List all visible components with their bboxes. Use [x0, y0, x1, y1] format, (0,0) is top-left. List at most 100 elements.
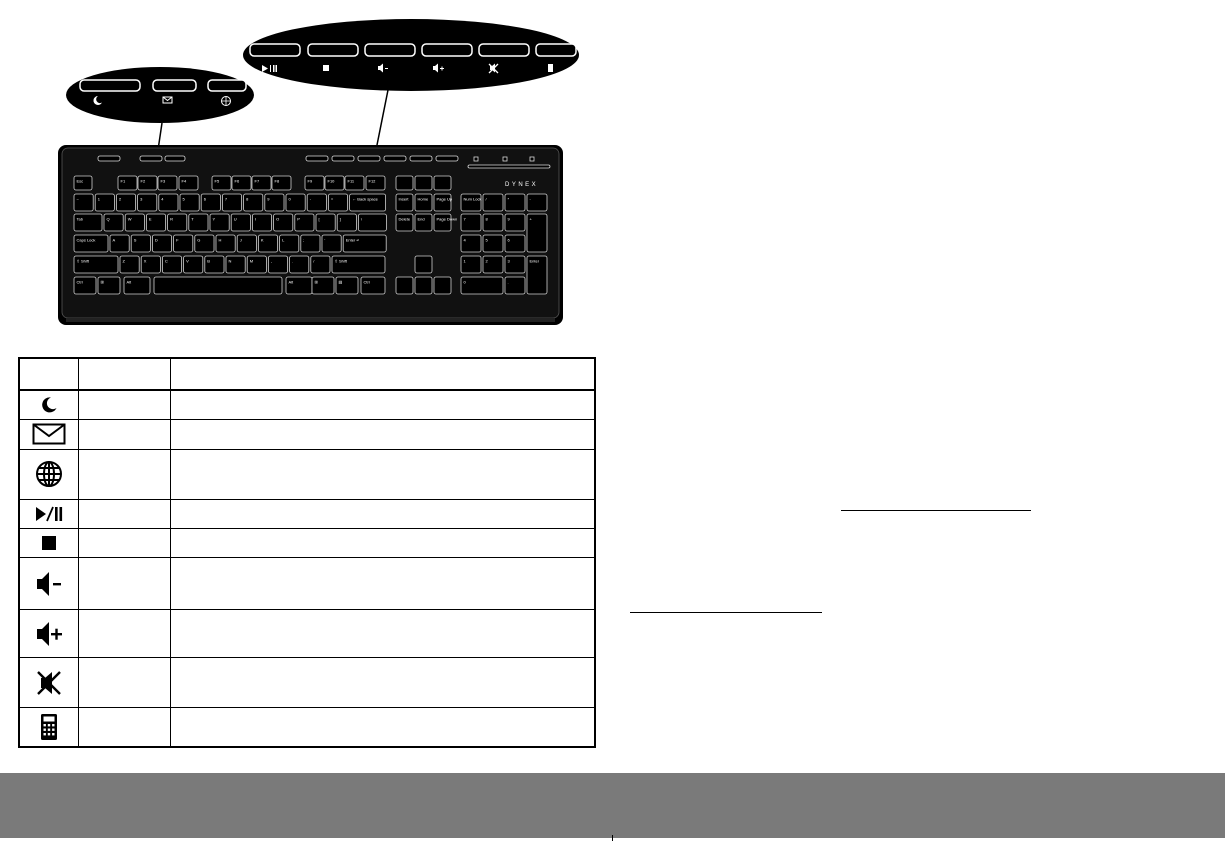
row-key — [77, 418, 171, 450]
key-label: 7 — [464, 217, 467, 222]
key-bottom — [73, 276, 97, 295]
key-label: Page Down — [437, 217, 458, 222]
key-numpad — [504, 193, 526, 212]
key-label: ⊞ — [315, 280, 318, 285]
table-row — [18, 707, 596, 748]
key-label: F6 — [235, 179, 240, 184]
key-label: Alt — [127, 280, 133, 285]
key-numpad — [460, 255, 482, 274]
key-label: Delete — [399, 217, 411, 222]
key-label: W — [128, 217, 132, 222]
row-key — [77, 707, 171, 748]
play-pause-icon — [35, 506, 62, 522]
key-numpad — [482, 213, 504, 232]
key-num — [116, 193, 137, 212]
key-nav — [433, 213, 452, 232]
key-home — [236, 234, 257, 253]
row-key — [77, 556, 171, 611]
key-label: N — [229, 259, 232, 264]
key-label: Alt — [289, 280, 295, 285]
key-label: V — [186, 259, 189, 264]
key-qwerty — [336, 213, 357, 232]
key-label: Q — [107, 217, 110, 222]
key-qwerty — [251, 213, 272, 232]
row-key — [77, 609, 171, 659]
key-shift-row — [140, 255, 161, 274]
row-desc — [169, 418, 596, 450]
key-label: O — [276, 217, 279, 222]
key-numpad — [526, 213, 548, 253]
row-key — [77, 527, 171, 558]
key-num — [94, 193, 115, 212]
page-divider — [612, 835, 613, 841]
row-desc — [169, 657, 596, 709]
table-row — [18, 556, 596, 611]
key-num — [73, 193, 94, 212]
key-nav — [414, 193, 433, 212]
key-num — [264, 193, 285, 212]
key-3 — [157, 175, 178, 191]
table-row — [18, 498, 596, 529]
row-key — [77, 389, 171, 420]
row-desc — [169, 609, 596, 659]
volume-down-icon — [36, 571, 61, 596]
row-desc — [169, 389, 596, 420]
key-qwerty — [230, 213, 251, 232]
header-key — [77, 357, 171, 391]
key-label: Enter ↵ — [346, 238, 360, 243]
calculator-icon — [40, 714, 57, 741]
key-numpad — [526, 255, 548, 295]
key-label: Insert — [399, 197, 410, 202]
key-label: , — [271, 259, 272, 264]
key-label: 4 — [161, 197, 164, 202]
key-shift-row — [204, 255, 225, 274]
key-num — [349, 193, 387, 212]
key-label: G — [197, 238, 200, 243]
key-home — [109, 234, 130, 253]
key-shift-row — [183, 255, 204, 274]
key-label: 5 — [183, 197, 186, 202]
key-label: [ — [319, 217, 321, 222]
launch-keys-callout-icons — [93, 95, 231, 106]
table-row — [18, 527, 596, 558]
key-shift-row — [225, 255, 246, 274]
row-desc — [169, 448, 596, 500]
key-shift-row — [289, 255, 310, 274]
key-home — [321, 234, 342, 253]
key-label: L — [282, 238, 285, 243]
key-label: Ctrl — [364, 280, 370, 285]
key-label: ⇧ Shift — [77, 259, 90, 264]
launch-keys-callout — [66, 67, 254, 123]
key-qwerty — [73, 213, 103, 232]
key-num — [221, 193, 242, 212]
key-label: I — [255, 217, 256, 222]
key-label: F9 — [308, 179, 313, 184]
key-label: 1 — [464, 259, 467, 264]
key-label: = — [331, 197, 334, 202]
key-home — [257, 234, 278, 253]
key-num — [200, 193, 221, 212]
mail-icon — [32, 423, 66, 445]
hotkey-table — [18, 357, 596, 748]
key-8 — [271, 175, 292, 191]
key-bottom — [311, 276, 335, 295]
key-numpad — [482, 255, 504, 274]
key-4 — [178, 175, 199, 191]
row-desc — [169, 707, 596, 748]
key-0 — [73, 175, 93, 191]
key-7 — [251, 175, 272, 191]
key-nav — [433, 193, 452, 212]
table-row — [18, 657, 596, 709]
key-arrow-down — [414, 276, 433, 295]
key-qwerty — [188, 213, 209, 232]
key-numpad — [504, 234, 526, 253]
key-numpad — [504, 255, 526, 274]
keyboard-hotkey-strip — [97, 155, 459, 162]
key-numpad — [504, 276, 526, 295]
key-label: 1 — [98, 197, 101, 202]
key-label: X — [144, 259, 147, 264]
key-home — [151, 234, 172, 253]
callout-leader-right — [375, 89, 389, 151]
key-num — [285, 193, 306, 212]
